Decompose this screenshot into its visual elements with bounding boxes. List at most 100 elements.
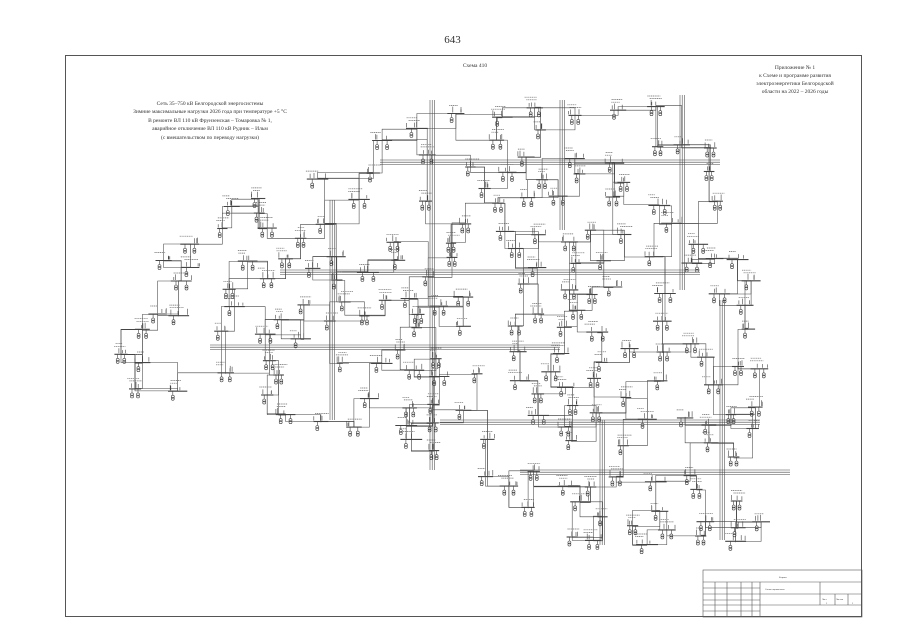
substation-symbol — [445, 236, 457, 253]
substation-symbol — [636, 539, 658, 555]
substation-symbol — [556, 320, 572, 337]
substation-symbol — [168, 384, 188, 401]
substation-symbol — [297, 299, 311, 315]
substation-symbol — [378, 294, 392, 310]
substation-symbol — [182, 262, 200, 277]
substation-symbol — [560, 284, 579, 300]
caption-line: Зимние максимальные нагрузки 2026 года п… — [133, 109, 287, 116]
substation-symbol — [447, 106, 465, 123]
substation-symbol — [584, 223, 597, 240]
substation-symbol — [224, 301, 245, 317]
substation-symbol — [608, 469, 624, 487]
substation-symbol — [752, 514, 770, 532]
substation-symbol — [257, 221, 277, 238]
substation-symbol — [251, 191, 266, 208]
substation-symbol — [168, 308, 190, 326]
substation-symbol — [567, 398, 579, 415]
substation-symbol — [222, 282, 236, 299]
substation-symbol — [531, 387, 545, 404]
substation-symbol — [708, 287, 730, 304]
substation-symbol — [326, 250, 346, 267]
substation-symbol — [426, 416, 439, 433]
substation-symbol — [617, 227, 632, 244]
substation-symbol — [557, 421, 572, 437]
substation-symbol — [527, 409, 549, 425]
substation-symbol — [695, 529, 707, 546]
substation-symbol — [348, 193, 370, 209]
substation-symbol — [521, 501, 535, 517]
substation-symbol — [604, 280, 623, 297]
substation-symbol — [478, 470, 494, 487]
substation-symbol — [273, 368, 284, 385]
substation-symbol — [254, 327, 276, 344]
substation-symbol — [430, 299, 448, 316]
substation-symbol — [262, 353, 276, 371]
substation-symbol — [338, 295, 351, 312]
caption-line: В ремонте ВЛ 110 кВ Фрунзенская – Томаро… — [148, 117, 272, 124]
substation-symbol — [517, 150, 535, 167]
substation-symbol — [170, 274, 192, 291]
substation-symbol — [223, 200, 240, 216]
substation-symbol — [653, 374, 668, 391]
appendix-note: Приложение № 1 к Схеме и программе разви… — [735, 64, 855, 96]
substation-symbol — [360, 392, 379, 409]
substation-symbol — [305, 262, 321, 278]
substation-symbol — [682, 337, 700, 354]
substation-symbol — [261, 389, 274, 405]
substation-symbol — [419, 195, 433, 211]
substation-symbol — [331, 273, 343, 290]
substation-symbol — [673, 138, 690, 155]
substation-symbol — [711, 194, 723, 211]
substation-symbol — [480, 432, 495, 449]
substation-symbol — [584, 480, 597, 497]
title-block-cell: 1 — [852, 603, 854, 605]
substation-symbol — [492, 197, 505, 213]
title-block-cell: Листов — [836, 599, 844, 601]
title-block-label: Формат — [779, 576, 787, 579]
substation-symbol — [427, 398, 440, 414]
substation-symbol — [741, 322, 756, 339]
substation-symbol — [148, 308, 167, 324]
substation-symbol — [429, 369, 450, 386]
substation-symbol — [217, 365, 234, 383]
substation-symbol — [573, 167, 586, 184]
substation-symbol — [259, 271, 276, 289]
substation-symbol — [725, 535, 747, 551]
substation-symbol — [456, 320, 471, 336]
substation-symbol — [315, 218, 334, 234]
substation-symbol — [275, 407, 296, 425]
substation-symbol — [411, 322, 422, 338]
substation-symbol — [748, 400, 763, 417]
substation-symbol — [725, 408, 737, 425]
substation-symbol — [402, 401, 417, 418]
substation-symbol — [400, 432, 423, 449]
substation-symbol — [736, 298, 754, 315]
substation-symbol — [507, 320, 523, 336]
substation-symbol — [498, 166, 517, 182]
substation-symbol — [620, 341, 639, 359]
substation-symbol — [465, 161, 476, 177]
substation-symbol — [459, 217, 472, 234]
substation-symbol — [520, 190, 536, 207]
substation-symbol — [730, 521, 746, 538]
substation-symbol — [656, 345, 671, 362]
substation-symbol — [561, 235, 578, 252]
appendix-line: области на 2022 – 2026 годы — [761, 89, 829, 95]
substation-symbol — [604, 156, 625, 173]
substation-symbol — [688, 239, 709, 254]
substation-symbol — [637, 413, 657, 429]
substation-symbol — [535, 123, 546, 140]
substation-symbol — [605, 190, 621, 207]
substation-symbol — [654, 287, 676, 303]
substation-symbol — [597, 511, 608, 527]
substation-symbol — [661, 216, 683, 233]
substation-symbol — [557, 480, 579, 496]
substation-symbol — [683, 469, 697, 486]
substation-symbol — [644, 251, 664, 267]
appendix-line: электроэнергетики Белгородской — [756, 81, 834, 87]
substation-symbol — [214, 325, 229, 341]
substation-symbol — [727, 450, 740, 467]
substation-symbol — [568, 304, 586, 320]
substation-symbol — [564, 152, 585, 168]
